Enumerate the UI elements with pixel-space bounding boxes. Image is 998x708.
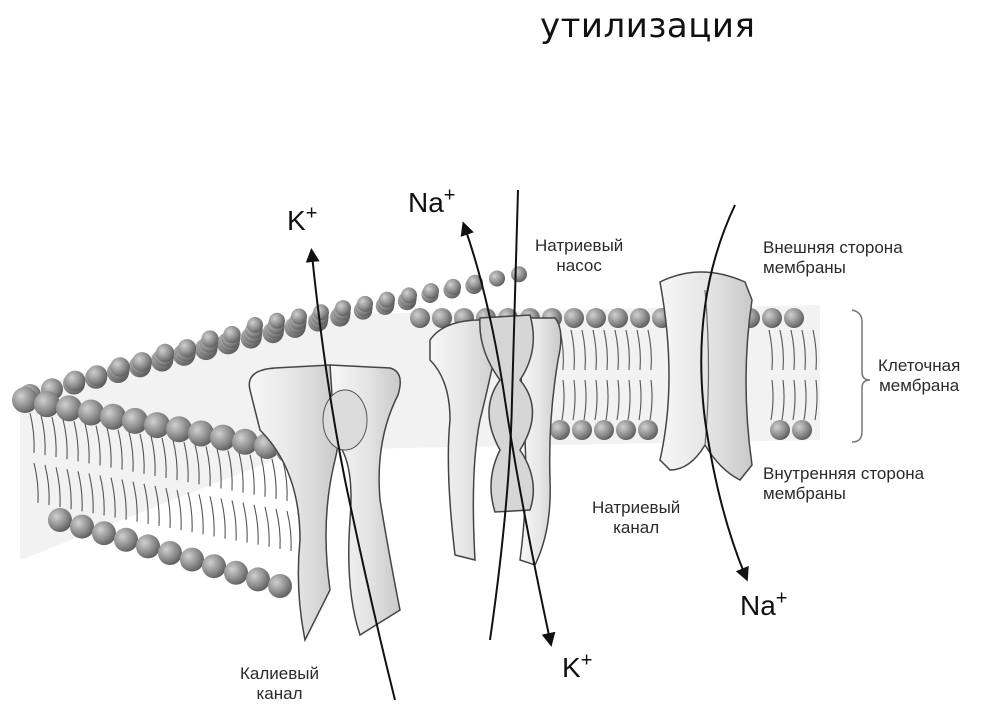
- lipid-head: [269, 313, 285, 329]
- label-sodium-pump: Натриевыйнасос: [535, 236, 623, 276]
- potassium-channel-protein: [249, 365, 400, 640]
- lipid-head: [445, 279, 461, 295]
- lipid-head: [122, 408, 148, 434]
- lipid-head: [201, 330, 218, 347]
- lipid-head: [65, 371, 86, 392]
- lipid-head: [291, 309, 307, 325]
- lipid-head: [224, 561, 248, 585]
- lipid-tail: [276, 509, 280, 549]
- label-potassium-channel: Калиевыйканал: [240, 664, 319, 704]
- lipid-head: [232, 429, 258, 455]
- lipid-head: [335, 300, 351, 316]
- lipid-head: [357, 296, 373, 312]
- lipid-head: [48, 508, 72, 532]
- lipid-head: [180, 548, 204, 572]
- lipid-head: [178, 339, 196, 357]
- lipid-head: [792, 420, 812, 440]
- lipid-head: [313, 304, 329, 320]
- sodium-pump-protein: [430, 315, 561, 565]
- lipid-head: [616, 420, 636, 440]
- label-outer-side: Внешняя сторонамембраны: [763, 238, 903, 278]
- lipid-head: [87, 365, 108, 386]
- lipid-head: [608, 308, 628, 328]
- lipid-head: [114, 528, 138, 552]
- lipid-tail: [199, 494, 203, 534]
- lipid-tail: [272, 459, 276, 499]
- lipid-head: [762, 308, 782, 328]
- lipid-head: [401, 287, 417, 303]
- lipid-head: [188, 420, 214, 446]
- lipid-head: [70, 515, 94, 539]
- label-cell-membrane: Клеточнаямембрана: [878, 356, 960, 396]
- na-ion-bottom: Na+: [740, 590, 787, 622]
- lipid-head: [56, 395, 82, 421]
- lipid-head: [100, 404, 126, 430]
- lipid-head: [158, 541, 182, 565]
- lipid-head: [78, 400, 104, 426]
- lipid-head: [136, 534, 160, 558]
- lipid-head: [511, 266, 527, 282]
- lipid-tail: [210, 496, 214, 536]
- lipid-head: [550, 420, 570, 440]
- lipid-head: [630, 308, 650, 328]
- lipid-head: [247, 317, 263, 333]
- lipid-head: [489, 270, 505, 286]
- lipid-head: [144, 412, 170, 438]
- lipid-head: [223, 326, 240, 343]
- lipid-tail: [232, 501, 236, 541]
- label-inner-side: Внутренняя сторонамембраны: [763, 464, 924, 504]
- lipid-tail: [265, 507, 269, 547]
- lipid-tail: [243, 503, 247, 543]
- lipid-head: [12, 387, 38, 413]
- lipid-head: [110, 357, 130, 377]
- lipid-head: [572, 420, 592, 440]
- k-ion-top: K+: [287, 205, 317, 237]
- lipid-tail: [254, 505, 258, 545]
- lipid-tail: [221, 498, 225, 538]
- lipid-head: [410, 308, 430, 328]
- lipid-head: [210, 425, 236, 451]
- lipid-head: [770, 420, 790, 440]
- lipid-head: [564, 308, 584, 328]
- lipid-head: [594, 420, 614, 440]
- lipid-head: [202, 554, 226, 578]
- lipid-head: [34, 391, 60, 417]
- membrane-bracket: [852, 310, 870, 442]
- na-ion-top: Na+: [408, 187, 455, 219]
- lipid-head: [784, 308, 804, 328]
- lipid-head: [156, 344, 174, 362]
- lipid-head: [423, 283, 439, 299]
- lipid-head: [379, 292, 395, 308]
- lipid-head: [638, 420, 658, 440]
- lipid-head: [92, 521, 116, 545]
- lipid-tail: [287, 511, 291, 551]
- lipid-head: [166, 416, 192, 442]
- label-sodium-channel: Натриевыйканал: [592, 498, 680, 538]
- lipid-head: [268, 574, 292, 598]
- lipid-head: [132, 352, 152, 372]
- lipid-head: [586, 308, 606, 328]
- lipid-head: [246, 567, 270, 591]
- k-ion-bottom: K+: [562, 652, 592, 684]
- lipid-tail: [188, 492, 192, 532]
